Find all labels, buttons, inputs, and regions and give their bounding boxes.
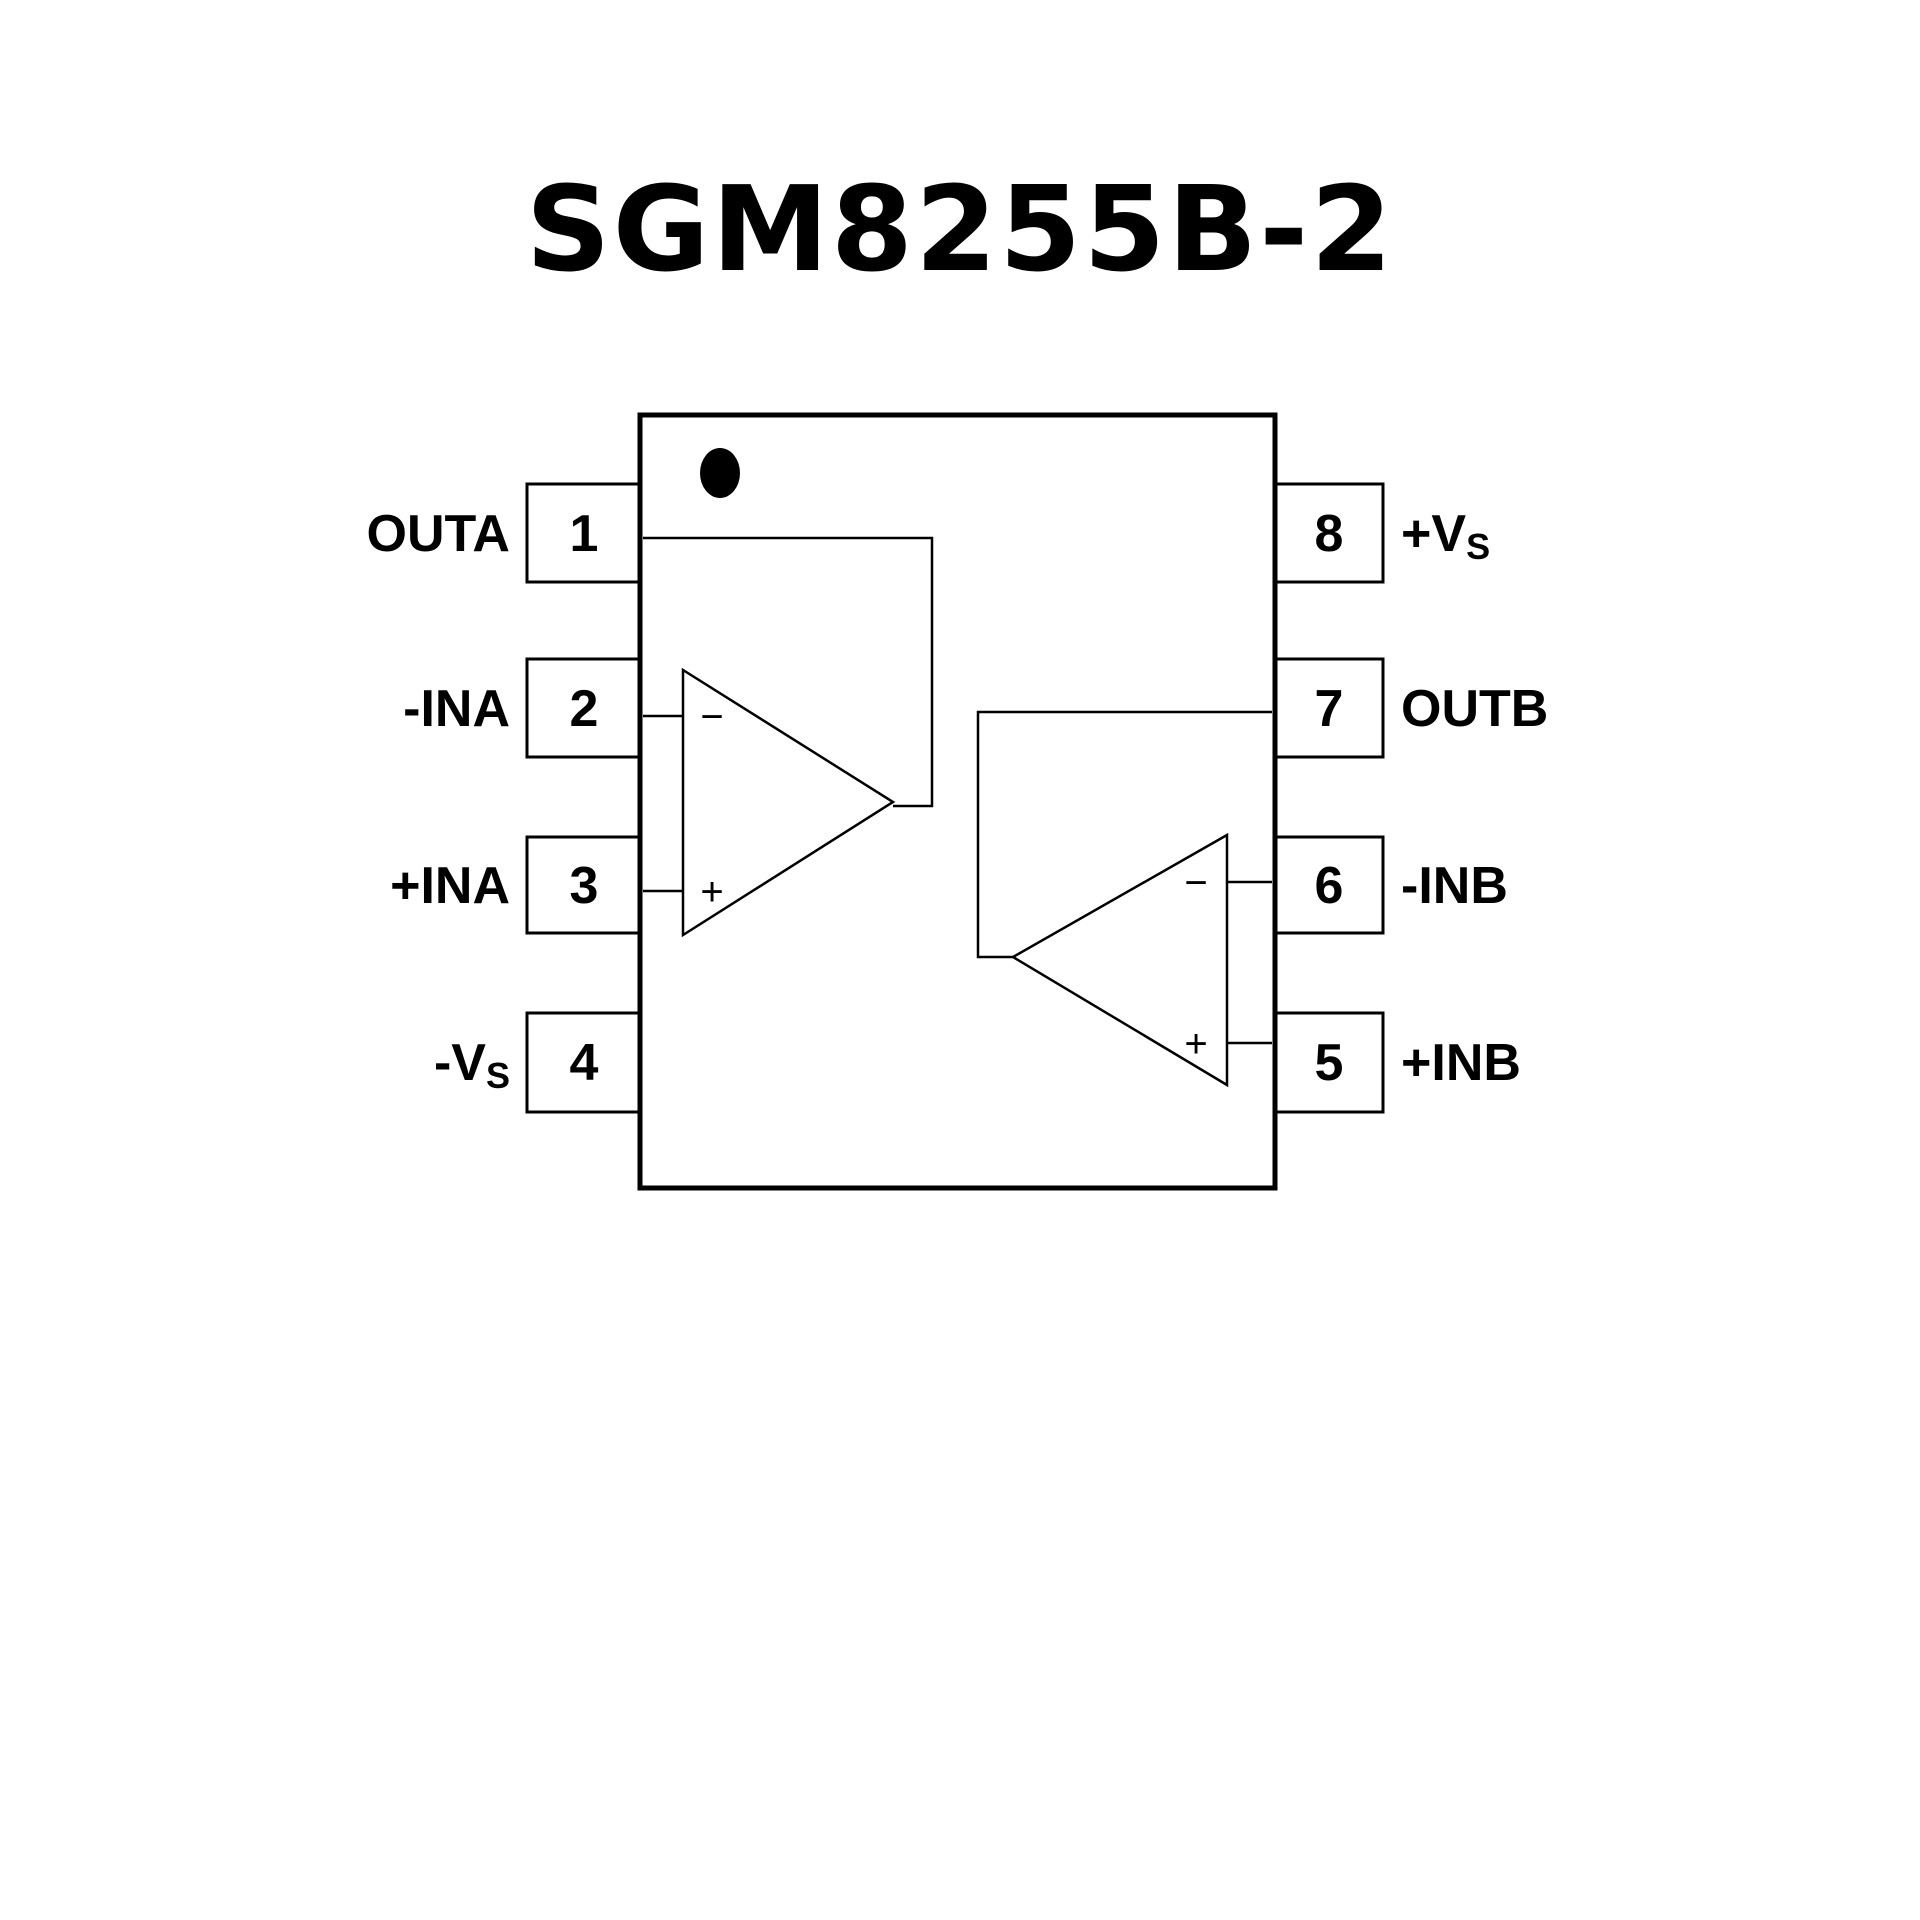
pin-2: 2 -INA <box>403 657 642 759</box>
pin-box <box>525 482 642 584</box>
pin-3: 3 +INA <box>390 835 642 935</box>
pin-box <box>1273 835 1385 935</box>
plus-sign-a: + <box>700 870 723 914</box>
pin-7: 7 OUTB <box>1273 657 1548 759</box>
pin-5: 5 +INB <box>1273 1011 1521 1114</box>
pin-box <box>1273 482 1385 584</box>
pin-number: 2 <box>570 680 599 738</box>
pin1-dot-icon <box>700 448 740 498</box>
pin-label: OUTB <box>1401 680 1548 738</box>
pin-label: +VS <box>1401 505 1490 567</box>
pin-box <box>525 835 642 935</box>
amplifier-b: − + <box>976 710 1272 1088</box>
minus-sign-a: − <box>700 695 723 739</box>
feedback-wire-a <box>643 536 934 808</box>
pin-label: -VS <box>434 1034 510 1096</box>
pin-label: -INB <box>1401 857 1508 915</box>
right-pins: 8 +VS 7 OUTB 6 -INB 5 +INB <box>1273 482 1548 1114</box>
amplifier-a: − + <box>643 536 934 938</box>
opamp-triangle-a <box>681 667 896 938</box>
pin-4: 4 -VS <box>434 1011 642 1114</box>
pin-number: 3 <box>570 857 599 915</box>
feedback-wire-b <box>976 710 1272 959</box>
pin-label: -INA <box>403 680 510 738</box>
pin-number: 1 <box>570 505 599 563</box>
pin-box <box>525 657 642 759</box>
minus-sign-b: − <box>1184 861 1207 905</box>
pin-number: 5 <box>1315 1034 1344 1092</box>
pin-6: 6 -INB <box>1273 835 1508 935</box>
pin-number: 8 <box>1315 505 1344 563</box>
opamp-triangle-b <box>1010 832 1229 1088</box>
pin-1: 1 OUTA <box>367 482 642 584</box>
pin-label: +INB <box>1401 1034 1521 1092</box>
pin-label: OUTA <box>367 505 510 563</box>
pin-box <box>1273 657 1385 759</box>
pin-8: 8 +VS <box>1273 482 1490 584</box>
pin-number: 6 <box>1315 857 1344 915</box>
left-pins: 1 OUTA 2 -INA 3 +INA 4 -VS <box>367 482 642 1114</box>
chip-title: SGM8255B-2 <box>525 160 1395 298</box>
plus-sign-b: + <box>1184 1022 1207 1066</box>
pin-number: 4 <box>570 1034 599 1092</box>
pin-number: 7 <box>1315 680 1344 738</box>
pin-label: +INA <box>390 857 510 915</box>
pin-box <box>525 1011 642 1114</box>
